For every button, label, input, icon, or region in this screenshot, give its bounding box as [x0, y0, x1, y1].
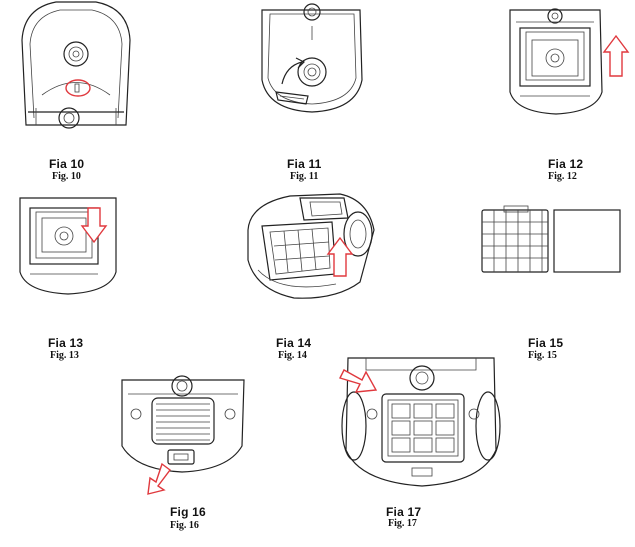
fig-10-title: Fia 10	[49, 157, 85, 171]
fig-14-caption: Fig. 14	[278, 350, 307, 361]
fig-17-illustration	[336, 354, 506, 494]
fig-16-illustration	[118, 372, 248, 498]
fig-10-illustration	[16, 0, 136, 130]
fig-13-title: Fia 13	[48, 336, 84, 350]
fig-13-caption: Fig. 13	[50, 350, 79, 361]
fig-15-illustration	[476, 204, 626, 276]
fig-13-illustration	[16, 196, 120, 296]
fig-11-title: Fia 11	[287, 157, 322, 171]
fig-14-title: Fia 14	[276, 336, 312, 350]
fig-12-illustration	[506, 0, 634, 118]
fig-14-illustration	[240, 190, 380, 302]
fig-10-caption: Fig. 10	[52, 171, 81, 182]
fig-16-title: Fig 16	[170, 505, 206, 519]
fig-12-title: Fia 12	[548, 157, 584, 171]
fig-15-caption: Fig. 15	[528, 350, 557, 361]
fig-11-caption: Fig. 11	[290, 171, 319, 182]
fig-17-caption: Fig. 17	[388, 518, 417, 529]
fig-17-title: Fia 17	[386, 505, 422, 519]
fig-15-title: Fia 15	[528, 336, 564, 350]
fig-11-illustration	[256, 0, 368, 118]
fig-12-caption: Fig. 12	[548, 171, 577, 182]
fig-16-caption: Fig. 16	[170, 520, 199, 531]
